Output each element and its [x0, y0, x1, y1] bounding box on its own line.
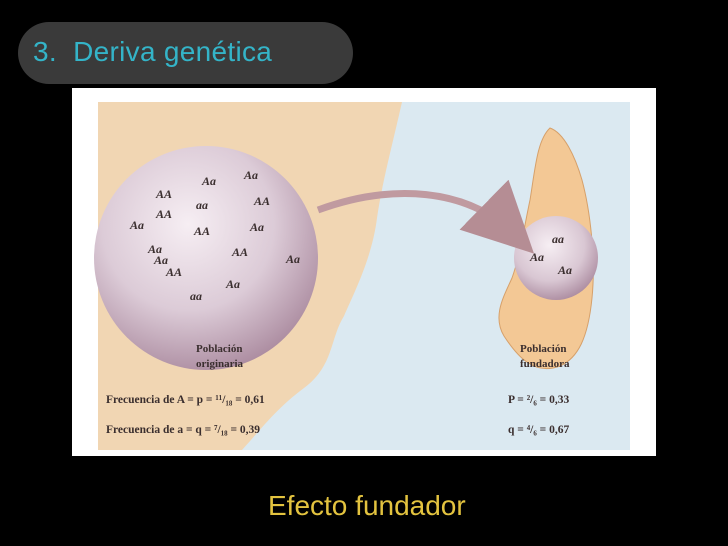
- genotype-label: Aa: [285, 252, 300, 266]
- founder-population-circle: [514, 216, 598, 300]
- founder-population-label-2: fundadora: [520, 358, 570, 370]
- founder-population-label-1: Población: [520, 343, 566, 355]
- founder-effect-figure: Aa Aa AA aa AA AA Aa AA Aa Aa AA Aa AA A…: [72, 88, 656, 456]
- genotype-label: Aa: [201, 174, 216, 188]
- founder-genotype-label: aa: [552, 232, 564, 246]
- genotype-label: Aa: [243, 168, 258, 182]
- genotype-label: AA: [193, 224, 210, 238]
- figure-svg: Aa Aa AA aa AA AA Aa AA Aa Aa AA Aa AA A…: [94, 102, 630, 450]
- genotype-label: aa: [196, 198, 208, 212]
- slide-caption: Efecto fundador: [268, 490, 466, 521]
- genotype-label: Aa: [129, 218, 144, 232]
- frequency-right-2: q = ⁴/₆ = 0,67: [508, 424, 569, 436]
- genotype-label: AA: [231, 245, 248, 259]
- original-population-circle: [94, 146, 318, 370]
- original-population-label-1: Población: [196, 343, 242, 355]
- genotype-label: aa: [190, 289, 202, 303]
- founder-genotype-label: Aa: [557, 263, 572, 277]
- migration-arrow: [316, 179, 535, 254]
- genotype-label: Aa: [147, 242, 162, 256]
- genotype-label: AA: [253, 194, 270, 208]
- frequency-left-1: Frecuencia de A = p = ¹¹/₁₈ = 0,61: [106, 394, 265, 406]
- genotype-label: AA: [155, 207, 172, 221]
- slide-title: 3. Deriva genética: [33, 36, 273, 67]
- genotype-label: Aa: [249, 220, 264, 234]
- founder-genotype-label: Aa: [529, 250, 544, 264]
- genotype-label: AA: [155, 187, 172, 201]
- genotype-label: AA: [165, 265, 182, 279]
- genotype-label: Aa: [153, 253, 168, 267]
- original-population-label-2: originaria: [196, 358, 244, 370]
- genotype-label: Aa: [225, 277, 240, 291]
- frequency-left-2: Frecuencia de a = q = ⁷/₁₈ = 0,39: [106, 424, 260, 436]
- title-pill: [18, 22, 353, 84]
- frequency-right-1: P = ²/₆ = 0,33: [508, 394, 569, 406]
